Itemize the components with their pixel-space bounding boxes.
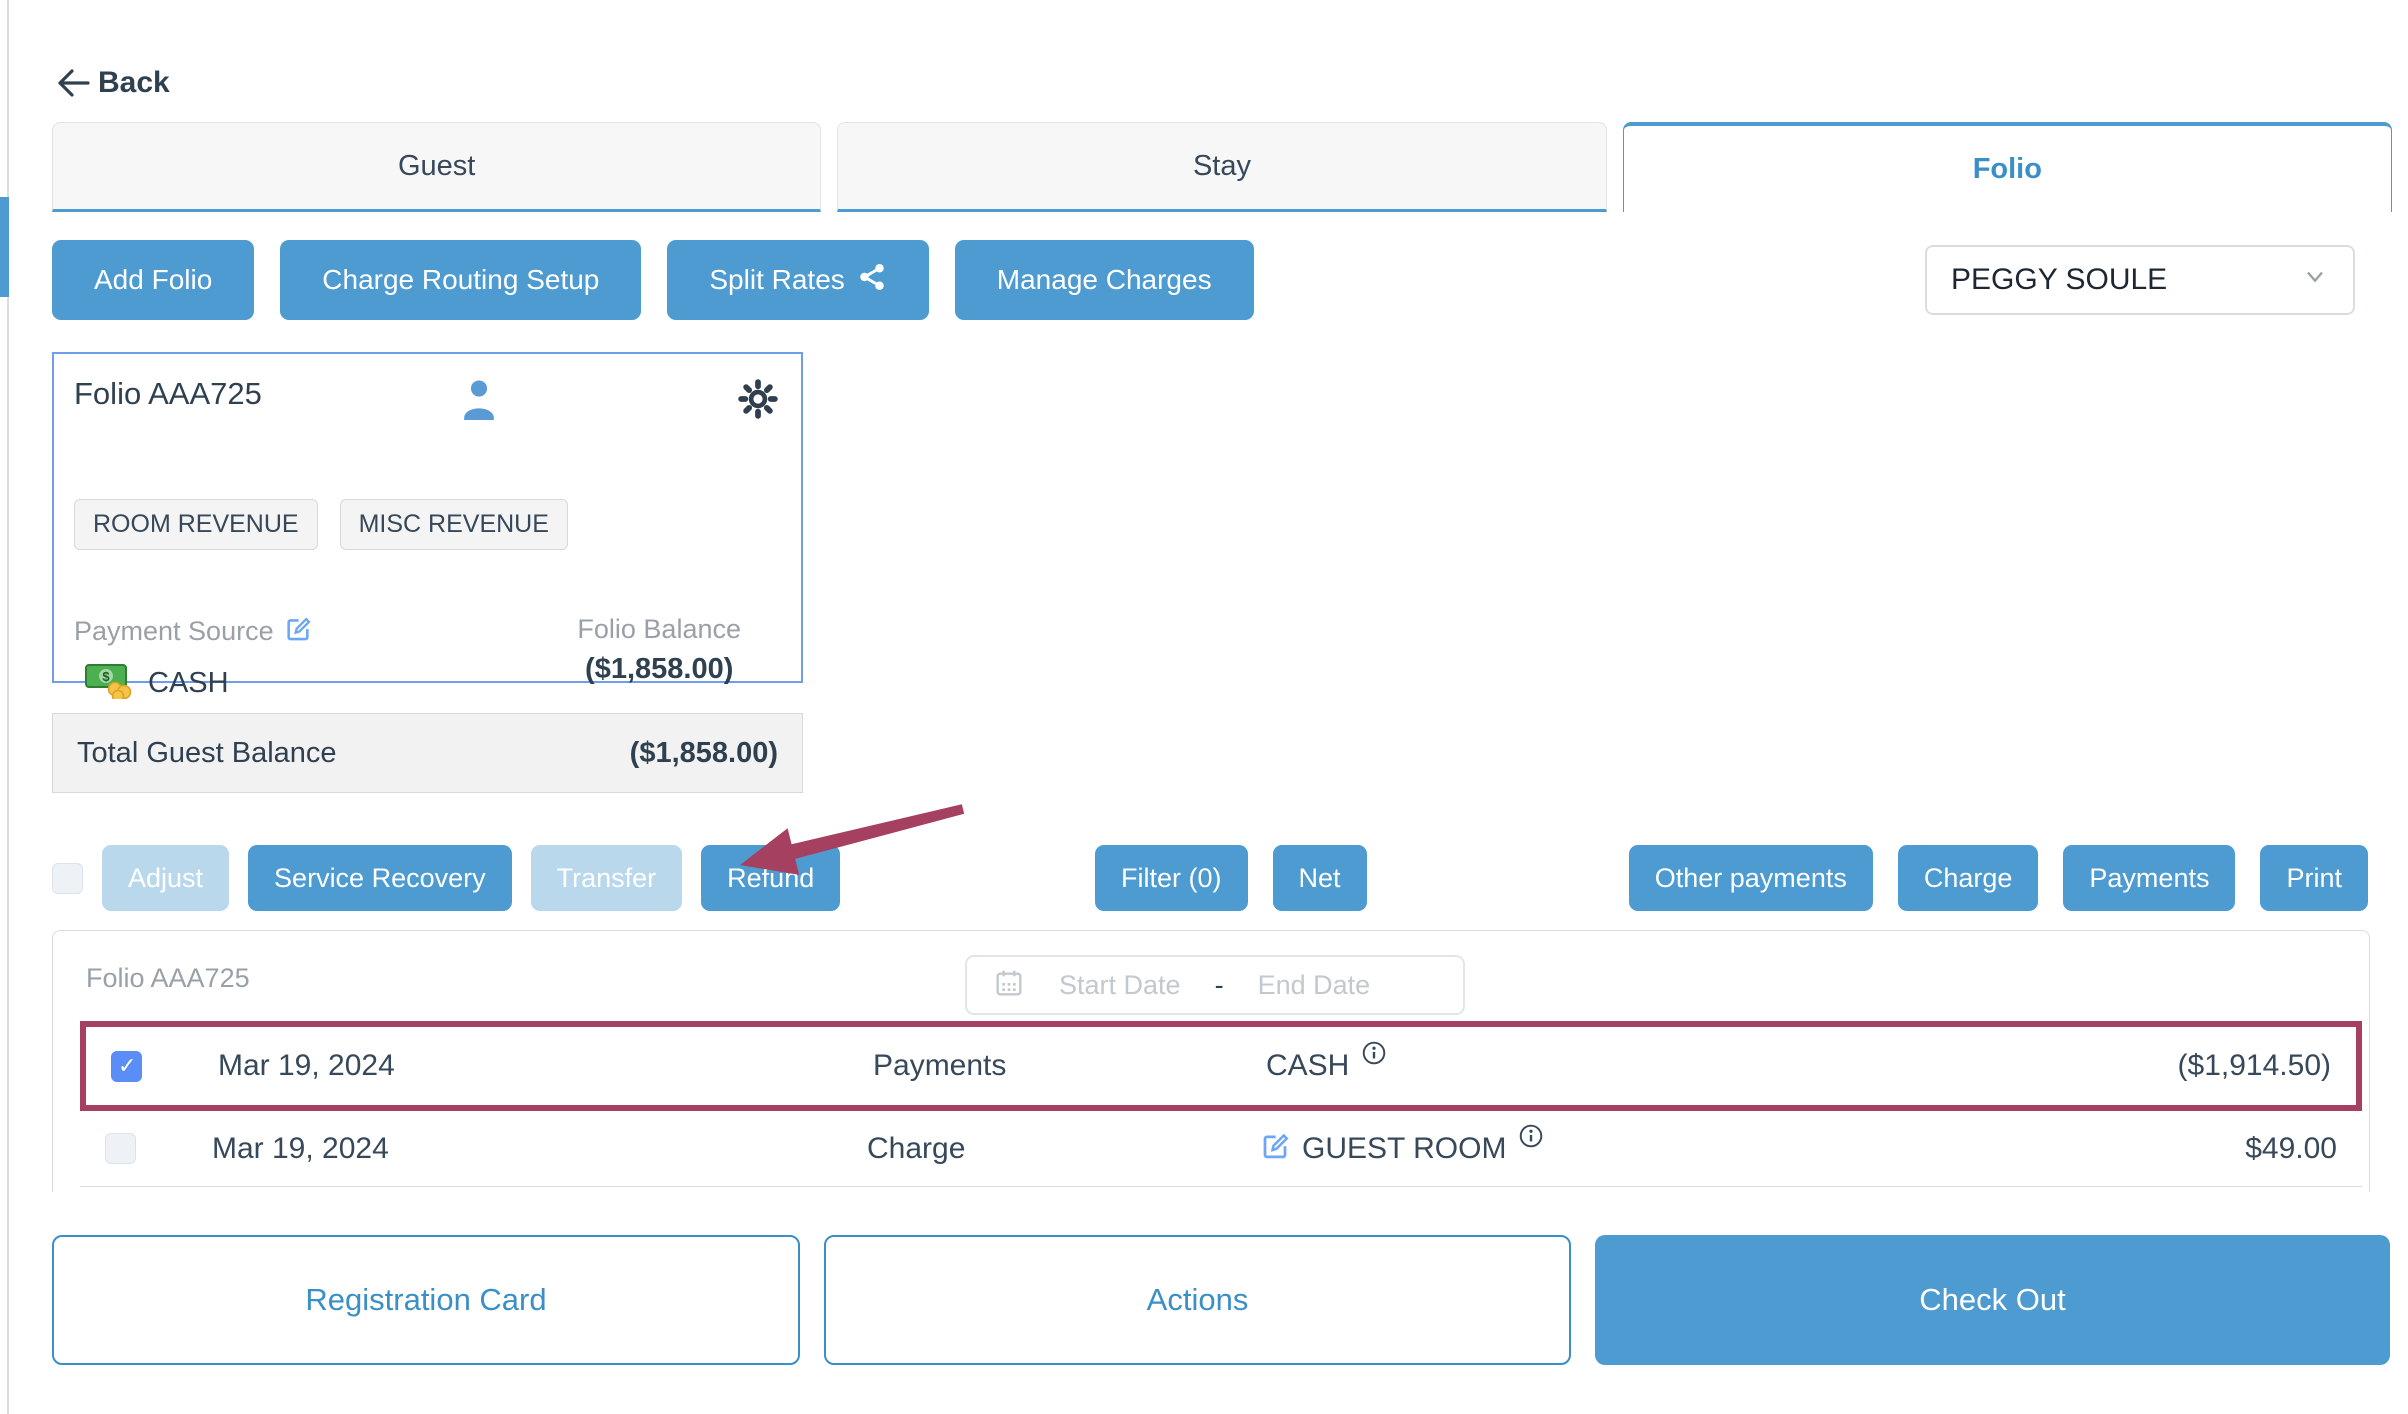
table-row-payment[interactable]: Mar 19, 2024 Payments CASH ($1,914.50) <box>80 1021 2362 1111</box>
check-out-button[interactable]: Check Out <box>1595 1235 2390 1365</box>
transaction-actions: Adjust Service Recovery Transfer Refund <box>52 845 841 911</box>
person-icon[interactable] <box>458 376 500 427</box>
gear-icon[interactable] <box>735 376 781 427</box>
select-all-checkbox[interactable] <box>52 862 83 894</box>
folio-balance-label: Folio Balance <box>577 614 741 644</box>
revenue-tags: ROOM REVENUE MISC REVENUE <box>74 499 781 550</box>
payments-button[interactable]: Payments <box>2063 845 2236 911</box>
add-folio-button[interactable]: Add Folio <box>52 240 255 320</box>
row-description: CASH <box>1266 1049 1350 1082</box>
guest-select[interactable]: PEGGY SOULE <box>1925 245 2355 315</box>
refund-button[interactable]: Refund <box>701 845 841 911</box>
table-row-charge[interactable]: Mar 19, 2024 Charge GUEST ROOM $49.00 <box>80 1111 2362 1187</box>
tab-stay[interactable]: Stay <box>837 122 1607 212</box>
folio-transactions-table: Folio AAA725 Start Date - End Date Mar 1… <box>52 930 2370 1192</box>
back-label: Back <box>98 66 170 99</box>
detail-tabs: Guest Stay Folio <box>52 122 2392 212</box>
end-date-input[interactable]: End Date <box>1257 969 1371 1000</box>
payment-source-label: Payment Source <box>74 616 274 646</box>
row-amount: $49.00 <box>2245 1131 2337 1165</box>
filter-button[interactable]: Filter (0) <box>1095 845 1248 911</box>
calendar-icon <box>993 967 1025 1004</box>
tag-room-revenue: ROOM REVENUE <box>74 499 318 550</box>
left-accent-bar <box>0 197 9 297</box>
footer-actions: Registration Card Actions Check Out <box>52 1235 2390 1365</box>
info-icon[interactable] <box>1518 1123 1544 1157</box>
tab-guest[interactable]: Guest <box>52 122 822 212</box>
chevron-down-icon <box>2301 262 2329 298</box>
print-button[interactable]: Print <box>2260 845 2368 911</box>
adjust-button[interactable]: Adjust <box>102 845 230 911</box>
row-date: Mar 19, 2024 <box>212 1131 389 1165</box>
split-rates-label: Split Rates <box>709 264 845 295</box>
row-type: Payments <box>873 1049 1007 1082</box>
folio-balance-value: ($1,858.00) <box>585 653 734 685</box>
total-guest-balance-value: ($1,858.00) <box>629 736 778 769</box>
payment-actions: Other payments Charge Payments Print <box>1628 845 2368 911</box>
folio-card-title: Folio AAA725 <box>74 376 262 411</box>
service-recovery-button[interactable]: Service Recovery <box>248 845 512 911</box>
manage-charges-button[interactable]: Manage Charges <box>954 240 1254 320</box>
row-description: GUEST ROOM <box>1302 1131 1507 1165</box>
row-amount: ($1,914.50) <box>2177 1049 2331 1082</box>
total-guest-balance-bar: Total Guest Balance ($1,858.00) <box>52 713 803 793</box>
guest-select-value: PEGGY SOULE <box>1951 263 2168 296</box>
registration-card-button[interactable]: Registration Card <box>52 1235 800 1365</box>
page-left-border <box>7 0 9 1414</box>
edit-icon[interactable] <box>284 614 312 649</box>
arrow-left-icon <box>56 68 90 98</box>
table-folio-title: Folio AAA725 <box>86 963 250 993</box>
tag-misc-revenue: MISC REVENUE <box>339 499 568 550</box>
edit-icon[interactable] <box>1260 1130 1290 1168</box>
date-range-separator: - <box>1214 969 1224 1000</box>
charge-routing-setup-button[interactable]: Charge Routing Setup <box>280 240 642 320</box>
tab-folio[interactable]: Folio <box>1622 122 2392 212</box>
info-icon[interactable] <box>1361 1040 1387 1074</box>
date-range-picker[interactable]: Start Date - End Date <box>965 955 1465 1015</box>
start-date-input[interactable]: Start Date <box>1059 969 1181 1000</box>
folio-toolbar: Add Folio Charge Routing Setup Split Rat… <box>52 240 1254 320</box>
split-rates-button[interactable]: Split Rates <box>667 240 929 320</box>
row-checkbox-checked[interactable] <box>111 1050 142 1082</box>
net-button[interactable]: Net <box>1272 845 1367 911</box>
other-payments-button[interactable]: Other payments <box>1628 845 1873 911</box>
share-icon <box>857 262 887 299</box>
actions-button[interactable]: Actions <box>824 1235 1571 1365</box>
total-guest-balance-label: Total Guest Balance <box>77 736 337 769</box>
row-date: Mar 19, 2024 <box>218 1049 395 1082</box>
cash-icon: $ <box>84 659 132 707</box>
row-type: Charge <box>867 1131 966 1165</box>
folio-card: Folio AAA725 ROOM REVENUE MISC REVENUE <box>52 352 803 703</box>
filter-actions: Filter (0) Net <box>1095 845 1367 911</box>
charge-button[interactable]: Charge <box>1897 845 2039 911</box>
transfer-button[interactable]: Transfer <box>530 845 683 911</box>
row-checkbox-unchecked[interactable] <box>105 1133 136 1164</box>
payment-source-value: CASH <box>148 666 229 699</box>
back-button[interactable]: Back <box>56 66 170 100</box>
svg-text:$: $ <box>102 669 110 684</box>
